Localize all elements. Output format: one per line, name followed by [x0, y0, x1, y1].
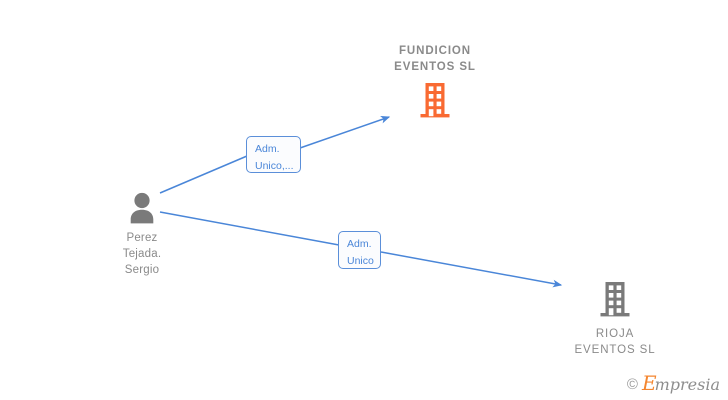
copyright-icon: ©: [626, 375, 638, 393]
node-fundicion-label: FUNDICION EVENTOS SL: [394, 45, 476, 73]
edge-person-to-rioja-segment-1: [159, 211, 340, 246]
node-person[interactable]: Perez Tejada. Sergio: [92, 190, 192, 278]
person-icon: [130, 192, 154, 224]
edge-label-person-to-fundicion[interactable]: Adm. Unico,...: [246, 136, 301, 173]
edge-label-person-to-rioja[interactable]: Adm. Unico: [338, 231, 381, 269]
edge-person-to-fundicion-segment-2: [299, 115, 391, 149]
edge-person-to-rioja-segment-2: [380, 251, 563, 288]
brand-initial: E: [641, 371, 657, 395]
edge-person-to-fundicion-segment-1: [159, 155, 248, 194]
brand-name: mpresia: [654, 375, 720, 394]
node-rioja-label: RIOJA EVENTOS SL: [574, 328, 656, 356]
node-rioja-eventos-sl[interactable]: RIOJA EVENTOS SL: [535, 282, 695, 358]
building-icon: [420, 83, 450, 118]
brand-logo: Empresia: [642, 373, 720, 395]
node-person-label: Perez Tejada. Sergio: [122, 232, 162, 276]
watermark: © Empresia: [627, 373, 720, 395]
building-icon: [600, 282, 630, 317]
node-fundicion-eventos-sl[interactable]: FUNDICION EVENTOS SL: [375, 44, 495, 121]
